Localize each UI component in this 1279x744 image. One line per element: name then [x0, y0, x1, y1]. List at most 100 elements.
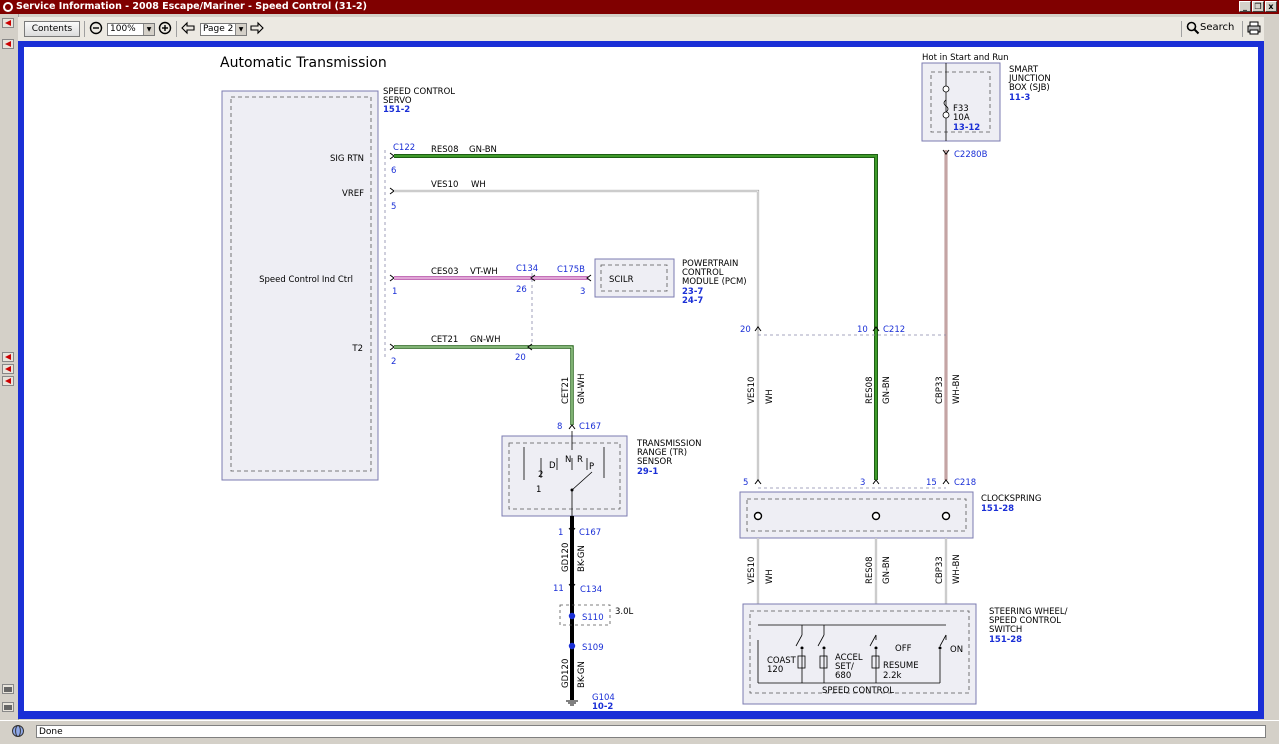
print-icon[interactable]	[2, 684, 14, 694]
resume-label: RESUME	[883, 661, 919, 671]
wire-color-label: BK-GN	[577, 545, 587, 572]
clockspring-ref-link[interactable]: 151-28	[981, 504, 1014, 514]
wire-color-label: BK-GN	[577, 661, 587, 688]
tr-position: D	[549, 461, 556, 471]
connector-label: C167	[579, 528, 601, 538]
fuse-rating: 10A	[953, 113, 970, 123]
servo-ref-link[interactable]: 151-2	[383, 105, 410, 115]
coast-resistance: 120	[767, 665, 783, 675]
wire-label: CET21	[431, 335, 458, 345]
nav-arrow-icon[interactable]	[2, 39, 14, 49]
wire-label: CBP33	[935, 376, 945, 404]
connector-label: C218	[954, 478, 976, 488]
wire-label: VES10	[747, 377, 757, 404]
pin-number: 20	[515, 353, 526, 363]
tr-position: R	[577, 455, 583, 465]
tr-label: SENSOR	[637, 457, 672, 467]
search-icon[interactable]	[1185, 20, 1201, 36]
wire-label: RES08	[865, 557, 875, 585]
wire-label: RES08	[865, 377, 875, 405]
connector-label: C212	[883, 325, 905, 335]
next-page-icon[interactable]	[249, 20, 265, 36]
tr-position: N	[565, 455, 571, 465]
chevron-down-icon: ▼	[143, 24, 154, 35]
zoom-in-icon[interactable]	[157, 20, 173, 36]
pin-number: 3	[860, 478, 865, 488]
pin-number: 1	[558, 528, 563, 538]
pcm-ref-link[interactable]: 23-7	[682, 287, 703, 297]
print-icon[interactable]	[2, 702, 14, 712]
minimize-button[interactable]: _	[1239, 1, 1251, 12]
switch-label: SPEED CONTROL	[989, 616, 1061, 626]
pin-number: 11	[553, 584, 564, 594]
connector-label: C134	[580, 585, 602, 595]
zoom-out-icon[interactable]	[88, 20, 104, 36]
pin-number: 5	[743, 478, 748, 488]
nav-arrow-icon[interactable]	[2, 352, 14, 362]
left-side-panel	[0, 14, 19, 720]
zoom-value: 100%	[110, 24, 136, 34]
switch-label: SWITCH	[989, 625, 1022, 635]
pin-number: 26	[516, 285, 527, 295]
terminal-icon	[941, 511, 951, 521]
contents-button[interactable]: Contents	[24, 21, 80, 37]
connector-label: C134	[516, 264, 538, 274]
pin-number: 3	[580, 287, 585, 297]
right-side-panel	[1264, 14, 1279, 720]
wire-label: VES10	[431, 180, 458, 190]
zoom-select[interactable]: 100% ▼	[107, 23, 155, 36]
splice-label: S110	[582, 613, 604, 623]
wire-label: CES03	[431, 267, 459, 277]
connector-label: C2280B	[954, 150, 988, 160]
pin-number: 5	[391, 202, 396, 212]
resume-resistance: 2.2k	[883, 671, 902, 681]
wire-label: CBP33	[935, 556, 945, 584]
nav-arrow-icon[interactable]	[2, 376, 14, 386]
printer-icon[interactable]	[1246, 20, 1262, 36]
tr-label: TRANSMISSION	[636, 439, 702, 449]
status-bar: Done	[0, 720, 1279, 744]
clockspring-label: CLOCKSPRING	[981, 494, 1041, 504]
switch-ref-link[interactable]: 151-28	[989, 635, 1022, 645]
sjb-label: SMART	[1009, 65, 1039, 75]
speed-control-label: SPEED CONTROL	[822, 686, 894, 696]
close-button[interactable]: x	[1265, 1, 1277, 12]
search-button[interactable]: Search	[1200, 22, 1235, 33]
previous-page-icon[interactable]	[180, 20, 196, 36]
terminal-icon	[753, 511, 763, 521]
off-label: OFF	[895, 644, 912, 654]
pin-number: 15	[926, 478, 937, 488]
splice-note: 3.0L	[615, 607, 634, 617]
wire-color-label: WH-BN	[952, 554, 962, 584]
nav-arrow-icon[interactable]	[2, 364, 14, 374]
ground-ref-link[interactable]: 10-2	[592, 702, 613, 711]
pin-number: 8	[557, 422, 562, 432]
ground-label: G104	[592, 693, 615, 703]
wire-label: RES08	[431, 145, 459, 155]
sjb-label: BOX (SJB)	[1009, 83, 1050, 93]
chevron-down-icon: ▼	[235, 24, 246, 35]
wire-label: GD120	[561, 659, 571, 688]
pcm-label: MODULE (PCM)	[682, 277, 747, 287]
restore-button[interactable]: ❐	[1252, 1, 1264, 12]
sjb-label: JUNCTION	[1008, 74, 1051, 84]
wire-color-label: VT-WH	[470, 267, 498, 277]
tr-ref-link[interactable]: 29-1	[637, 467, 658, 477]
switch-label: STEERING WHEEL/	[989, 607, 1068, 617]
power-label: Hot in Start and Run	[922, 53, 1009, 63]
pin-label: VREF	[342, 189, 364, 199]
wire-color-label: GN-BN	[882, 376, 892, 404]
fuse-ref-link[interactable]: 13-12	[953, 123, 980, 133]
connector-label: C175B	[557, 265, 585, 275]
connector-label: C167	[579, 422, 601, 432]
servo-label: SERVO	[383, 96, 412, 106]
pcm-ref-link[interactable]: 24-7	[682, 296, 703, 306]
nav-arrow-icon[interactable]	[2, 18, 14, 28]
window-title: Service Information - 2008 Escape/Marine…	[16, 1, 367, 12]
sjb-ref-link[interactable]: 11-3	[1009, 93, 1030, 103]
tr-position: 2	[538, 470, 543, 480]
toolbar: Contents 100% ▼ Page 2▼ Search	[18, 17, 1264, 41]
coast-label: COAST	[767, 656, 797, 666]
pin-label: SIG RTN	[330, 154, 364, 164]
page-select[interactable]: Page 2▼	[200, 23, 247, 36]
